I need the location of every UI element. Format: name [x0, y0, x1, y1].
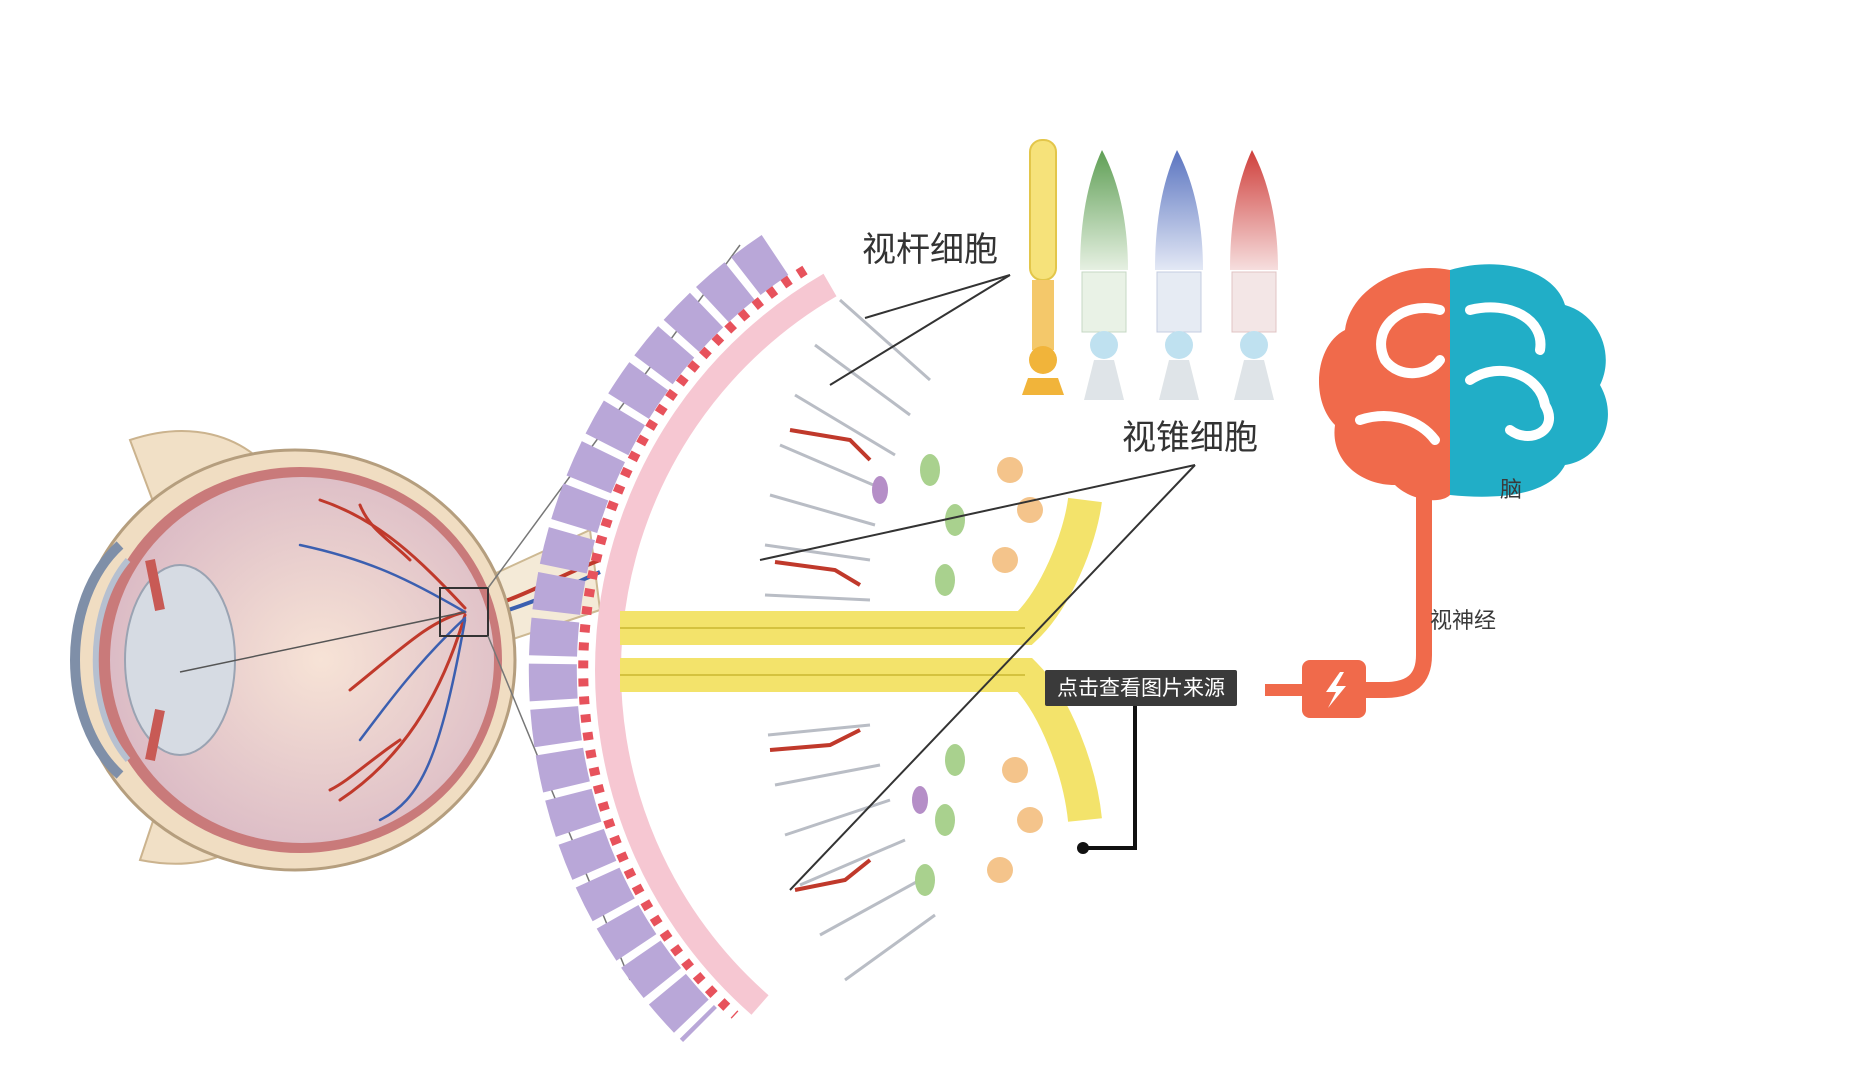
pointer-lines	[759, 274, 1196, 891]
blue-cone	[1155, 150, 1203, 400]
retina-layers	[528, 235, 1102, 1042]
cone-cells-illustration	[1080, 150, 1278, 400]
optic-nerve-path	[1265, 485, 1432, 718]
brain-icon	[1318, 264, 1608, 501]
image-source-tooltip[interactable]: 点击查看图片来源	[1045, 670, 1237, 706]
label-rod-cells: 视杆细胞	[862, 230, 998, 270]
rod-cell-illustration	[1022, 139, 1064, 395]
label-optic-nerve: 视神经	[1430, 609, 1497, 634]
connector-dot	[1077, 842, 1089, 854]
eyeball-cross-section	[70, 430, 602, 872]
lightning-icon	[1326, 672, 1346, 708]
label-brain: 脑	[1500, 478, 1523, 503]
green-cone	[1080, 150, 1128, 400]
label-cone-cells: 视锥细胞	[1122, 418, 1258, 458]
source-connector-line	[1083, 706, 1137, 850]
red-cone	[1230, 150, 1278, 400]
